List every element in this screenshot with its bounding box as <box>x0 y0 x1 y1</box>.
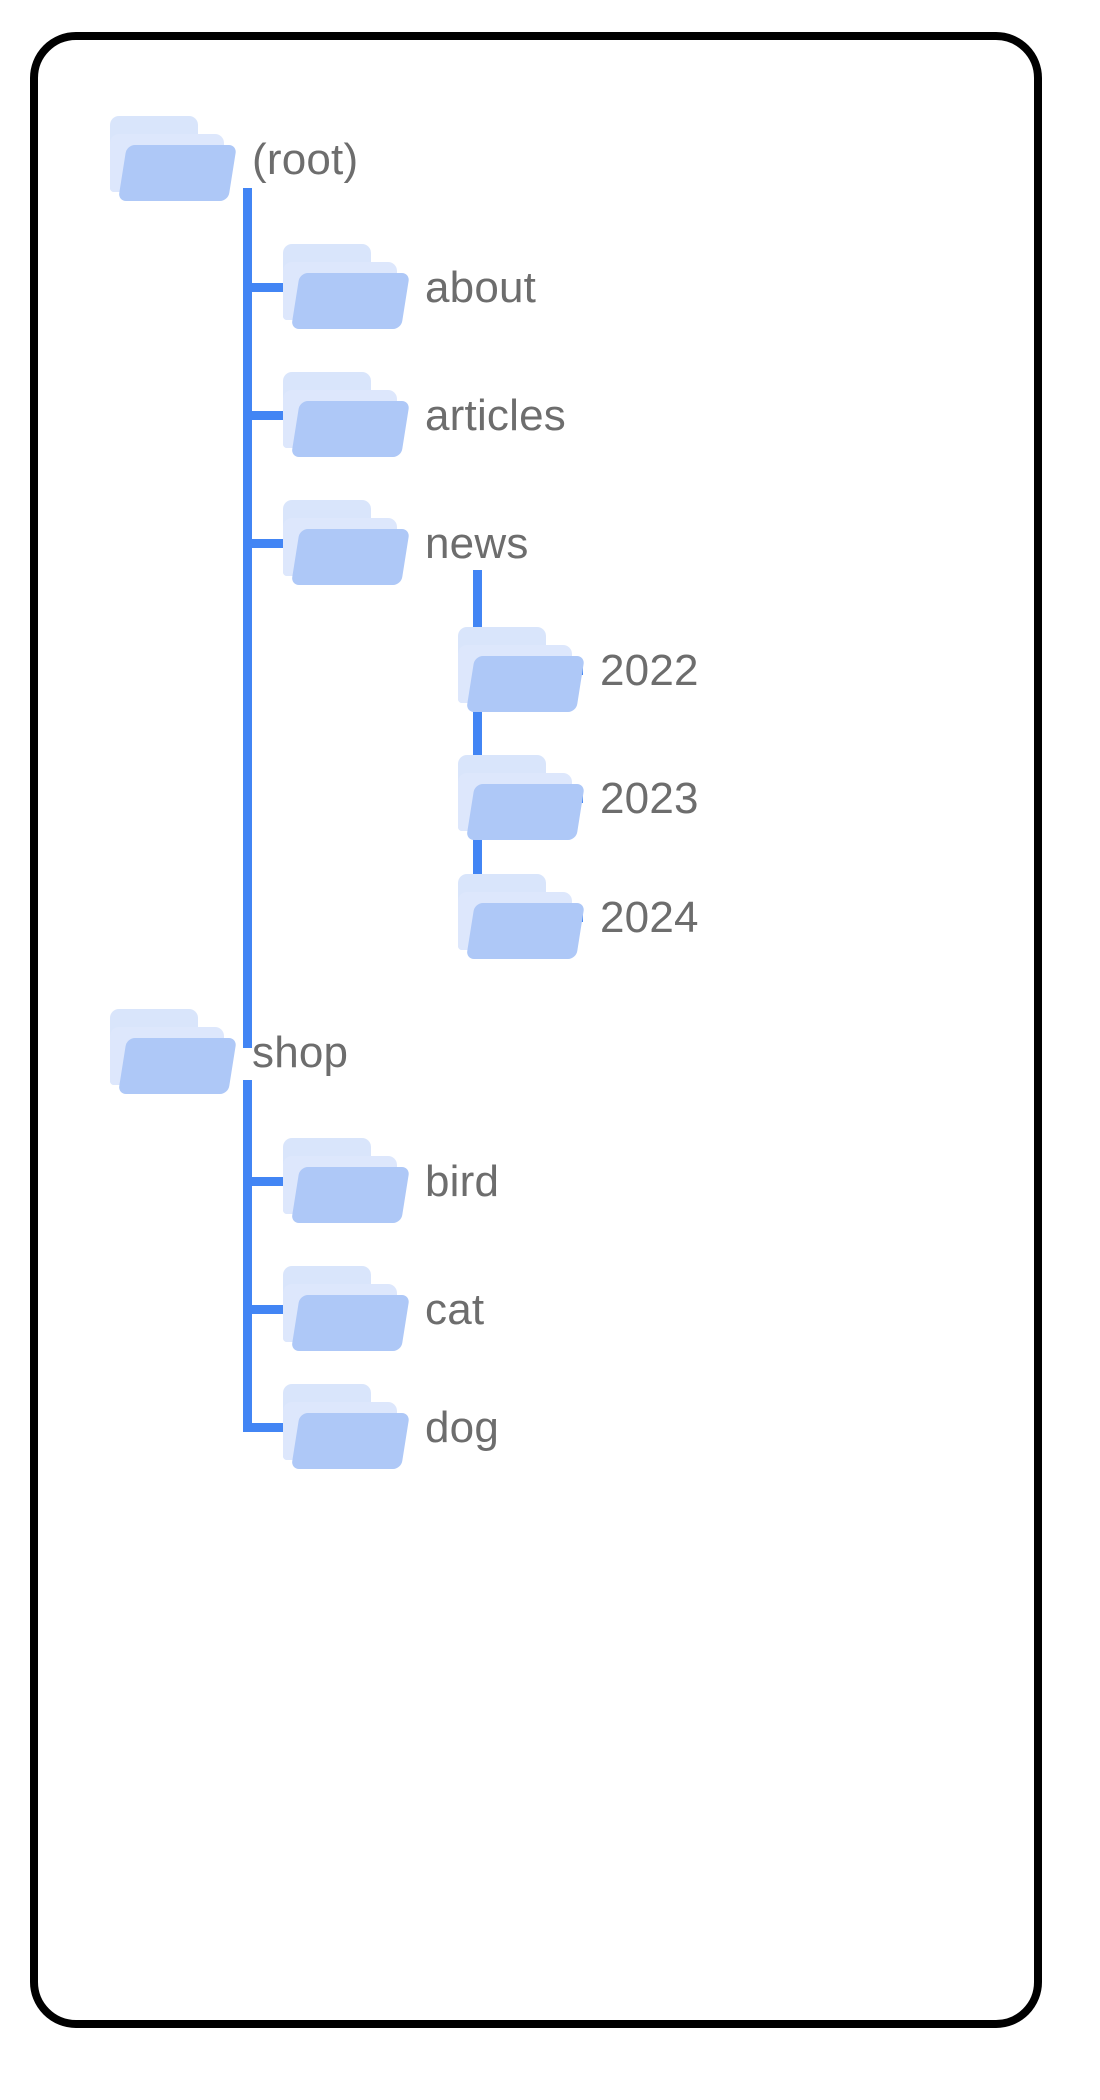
connector-news-trunk <box>473 570 482 922</box>
tree-node-about[interactable]: about <box>281 240 536 336</box>
tree-node-label: news <box>425 519 529 568</box>
folder-tree: (root) about articles news <box>38 40 1034 2020</box>
tree-node-label: about <box>425 263 537 312</box>
tree-node-label: dog <box>425 1403 500 1452</box>
folder-icon <box>456 623 585 719</box>
tree-node-dog[interactable]: dog <box>281 1380 499 1476</box>
tree-node-articles[interactable]: articles <box>281 368 566 464</box>
tree-node-2023[interactable]: 2023 <box>456 751 699 847</box>
connector-shop-trunk <box>243 1080 252 1432</box>
tree-node-label: 2024 <box>600 893 699 942</box>
tree-node-label: cat <box>425 1285 485 1334</box>
folder-icon <box>281 1262 410 1358</box>
tree-node-label: (root) <box>252 135 359 184</box>
diagram-card: (root) about articles news <box>30 32 1042 2028</box>
folder-icon <box>281 1134 410 1230</box>
tree-node-root[interactable]: (root) <box>108 112 358 208</box>
folder-icon <box>456 870 585 966</box>
folder-icon <box>108 112 237 208</box>
folder-icon <box>281 240 410 336</box>
tree-node-2022[interactable]: 2022 <box>456 623 699 719</box>
tree-node-label: bird <box>425 1157 500 1206</box>
connector-root-trunk <box>243 188 252 1048</box>
folder-icon <box>456 751 585 847</box>
tree-node-2024[interactable]: 2024 <box>456 870 699 966</box>
tree-node-news[interactable]: news <box>281 496 529 592</box>
folder-icon <box>281 368 410 464</box>
tree-node-label: 2022 <box>600 646 699 695</box>
folder-icon <box>108 1005 237 1101</box>
tree-node-cat[interactable]: cat <box>281 1262 484 1358</box>
tree-node-bird[interactable]: bird <box>281 1134 499 1230</box>
tree-node-shop[interactable]: shop <box>108 1005 348 1101</box>
folder-icon <box>281 496 410 592</box>
tree-node-label: 2023 <box>600 774 699 823</box>
tree-node-label: shop <box>252 1028 349 1077</box>
folder-icon <box>281 1380 410 1476</box>
tree-node-label: articles <box>425 391 566 440</box>
